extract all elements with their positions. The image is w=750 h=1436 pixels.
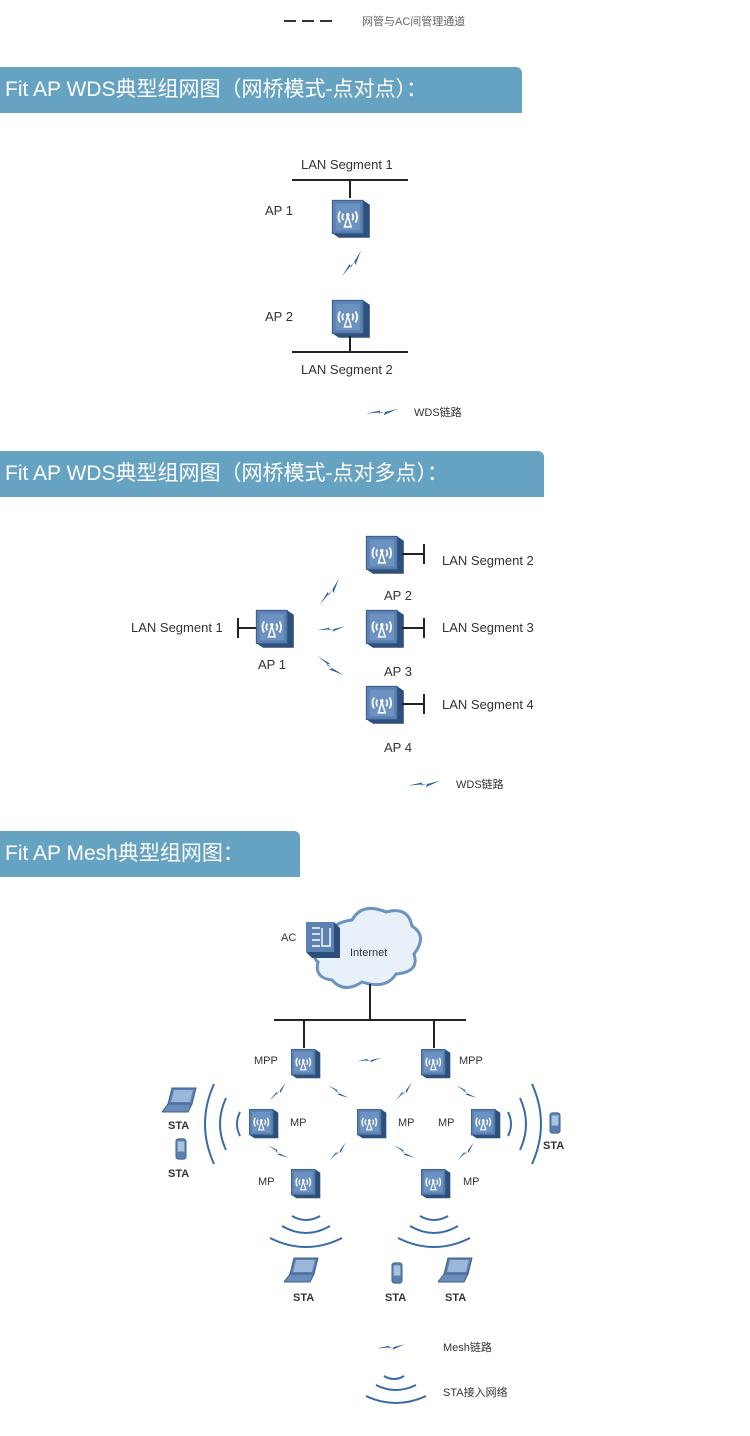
sta-access-legend-label: STA接入网络 [443, 1387, 508, 1399]
wave-icon [507, 1111, 512, 1137]
lan-segment-2-label: LAN Segment 2 [301, 362, 393, 377]
laptop-icon [284, 1257, 319, 1283]
lan-segment-2-label: LAN Segment 2 [442, 553, 534, 568]
lan-segment-1-label: LAN Segment 1 [131, 620, 223, 635]
dashed-line-segment [320, 20, 332, 22]
lan-segment-4-label: LAN Segment 4 [442, 697, 534, 712]
mesh-link [327, 1082, 349, 1102]
wds-p2p-diagram [292, 179, 408, 416]
ap1-icon [255, 609, 295, 649]
laptop-icon [438, 1257, 473, 1283]
mpp-right-label: MPP [459, 1055, 483, 1067]
section-title-wds-p2p: Fit AP WDS典型组网图（网桥模式-点对点）： [0, 67, 522, 113]
lan-segment-1-label: LAN Segment 1 [301, 157, 393, 172]
phone-icon [175, 1138, 187, 1160]
ap3-label: AP 3 [384, 664, 412, 679]
ac-label: AC [281, 932, 297, 944]
sta-label: STA [168, 1168, 190, 1180]
mesh-link-legend-icon [377, 1344, 405, 1350]
mp-center-label: MP [398, 1117, 415, 1129]
internet-label: Internet [350, 947, 388, 959]
management-channel-legend: 网管与AC间管理通道 [284, 10, 544, 30]
ap1-label: AP 1 [265, 203, 293, 218]
sta-label: STA [445, 1292, 467, 1304]
wds-link-ap1-ap2 [316, 578, 344, 606]
mpp-right-icon [420, 1048, 451, 1079]
mpp-left-icon [290, 1048, 321, 1079]
sta-label: STA [385, 1292, 407, 1304]
mesh-link [393, 1082, 415, 1102]
sta-access-legend-icon [383, 1375, 405, 1380]
dashed-line-icon [284, 20, 296, 22]
mp-left-label: MP [290, 1117, 307, 1129]
mesh-link [393, 1142, 415, 1162]
ap2-label: AP 2 [265, 309, 293, 324]
mesh-link-legend-label: Mesh链路 [443, 1342, 492, 1354]
mesh-link [327, 1142, 349, 1162]
wds-legend-icon [366, 408, 398, 416]
wds-legend-icon [408, 780, 440, 788]
wds-link-ap1-ap3 [317, 626, 345, 632]
ap3-icon [365, 609, 405, 649]
wds-link-ap1-ap4 [316, 652, 344, 680]
lan-segment-3-label: LAN Segment 3 [442, 620, 534, 635]
sta-label: STA [168, 1120, 190, 1132]
dashed-line-segment [302, 20, 314, 22]
mesh-link [455, 1082, 477, 1102]
phone-icon [549, 1112, 561, 1134]
phone-icon [391, 1262, 403, 1284]
wave-icon [291, 1215, 321, 1221]
mp-bottom-right-label: MP [463, 1176, 480, 1188]
mesh-link [267, 1082, 289, 1102]
mesh-link [357, 1057, 381, 1063]
mesh-link [267, 1142, 289, 1162]
ap2-label: AP 2 [384, 588, 412, 603]
wave-icon [236, 1111, 241, 1137]
mpp-left-label: MPP [254, 1055, 278, 1067]
wds-legend-label: WDS链路 [414, 407, 462, 419]
internet-cloud-icon [313, 906, 422, 989]
mesh-link [455, 1142, 477, 1162]
ap4-label: AP 4 [384, 740, 412, 755]
wave-icon [419, 1215, 449, 1221]
mp-left-icon [248, 1108, 279, 1139]
laptop-icon [162, 1087, 197, 1113]
ap1-icon [331, 199, 371, 239]
management-channel-label: 网管与AC间管理通道 [362, 16, 466, 28]
mp-bottom-left-icon [290, 1168, 321, 1199]
sta-label: STA [543, 1140, 565, 1152]
mesh-diagram [162, 906, 561, 1404]
ap1-label: AP 1 [258, 657, 286, 672]
wds-p2mp-diagram [237, 535, 440, 788]
mp-bottom-left-label: MP [258, 1176, 275, 1188]
section-title-mesh: Fit AP Mesh典型组网图： [0, 831, 300, 877]
section-title-wds-p2mp: Fit AP WDS典型组网图（网桥模式-点对多点）： [0, 451, 544, 497]
wds-link-icon [338, 250, 366, 278]
mp-right-icon [470, 1108, 501, 1139]
mp-center-icon [356, 1108, 387, 1139]
mp-right-label: MP [438, 1117, 455, 1129]
ap4-icon [365, 685, 405, 725]
ap2-icon [331, 299, 371, 339]
ap2-icon [365, 535, 405, 575]
sta-label: STA [293, 1292, 315, 1304]
wds-legend-label: WDS链路 [456, 779, 504, 791]
mp-bottom-right-icon [420, 1168, 451, 1199]
